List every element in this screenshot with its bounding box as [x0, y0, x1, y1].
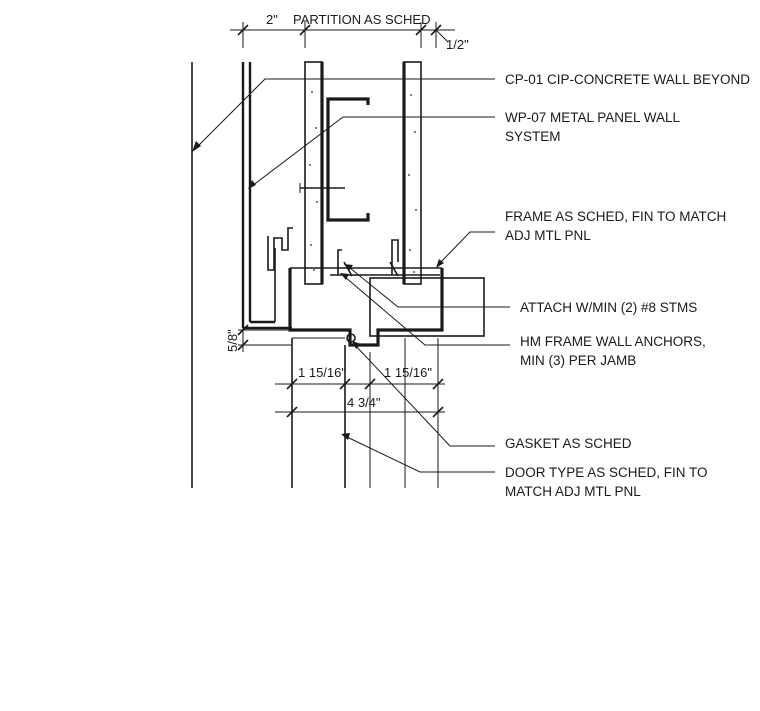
label-door-line2: MATCH ADJ MTL PNL: [505, 484, 641, 499]
leader-lines: [192, 78, 510, 473]
label-wp07-line2: SYSTEM: [505, 129, 561, 144]
label-gasket: GASKET AS SCHED: [505, 436, 632, 451]
top-dimension-string: [230, 22, 455, 48]
dim-half-inch: 1/2": [446, 37, 469, 52]
dim-five-eighths: 5/8": [225, 329, 240, 352]
dim-right-1-15-16: 1 15/16": [384, 365, 432, 380]
dim-overall: 4 3/4": [347, 395, 381, 410]
door-leaf: [291, 337, 439, 488]
label-attach: ATTACH W/MIN (2) #8 STMS: [520, 300, 697, 315]
horizontal-dimensions: [275, 378, 445, 418]
label-frame-line1: FRAME AS SCHED, FIN TO MATCH: [505, 209, 726, 224]
vertical-dimension: [237, 322, 292, 352]
label-anchors-line1: HM FRAME WALL ANCHORS,: [520, 334, 706, 349]
dim-partition: PARTITION AS SCHED: [293, 12, 431, 27]
dim-top-gap: 2": [266, 12, 278, 27]
dim-left-1-15-16: 1 15/16": [298, 365, 346, 380]
metal-panel-wall: [241, 62, 293, 330]
label-anchors-line2: MIN (3) PER JAMB: [520, 353, 636, 368]
partition-wall: [299, 61, 440, 285]
label-cp01: CP-01 CIP-CONCRETE WALL BEYOND: [505, 72, 750, 87]
label-frame-line2: ADJ MTL PNL: [505, 228, 591, 243]
label-door-line1: DOOR TYPE AS SCHED, FIN TO: [505, 465, 708, 480]
label-wp07-line1: WP-07 METAL PANEL WALL: [505, 110, 681, 125]
